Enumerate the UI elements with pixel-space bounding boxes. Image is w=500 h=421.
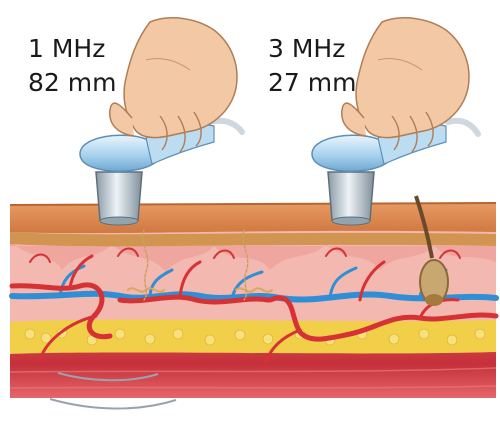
hand-icon [110, 18, 237, 152]
left-probe-depth-label: 82 mm [28, 68, 116, 98]
hand-icon [342, 18, 469, 152]
right-probe-frequency-label: 3 MHz [268, 34, 345, 64]
probe-cable [210, 121, 242, 132]
left-probe-frequency-label: 1 MHz [28, 34, 105, 64]
probe-cable [448, 121, 478, 134]
right-probe-depth-label: 27 mm [268, 68, 356, 98]
